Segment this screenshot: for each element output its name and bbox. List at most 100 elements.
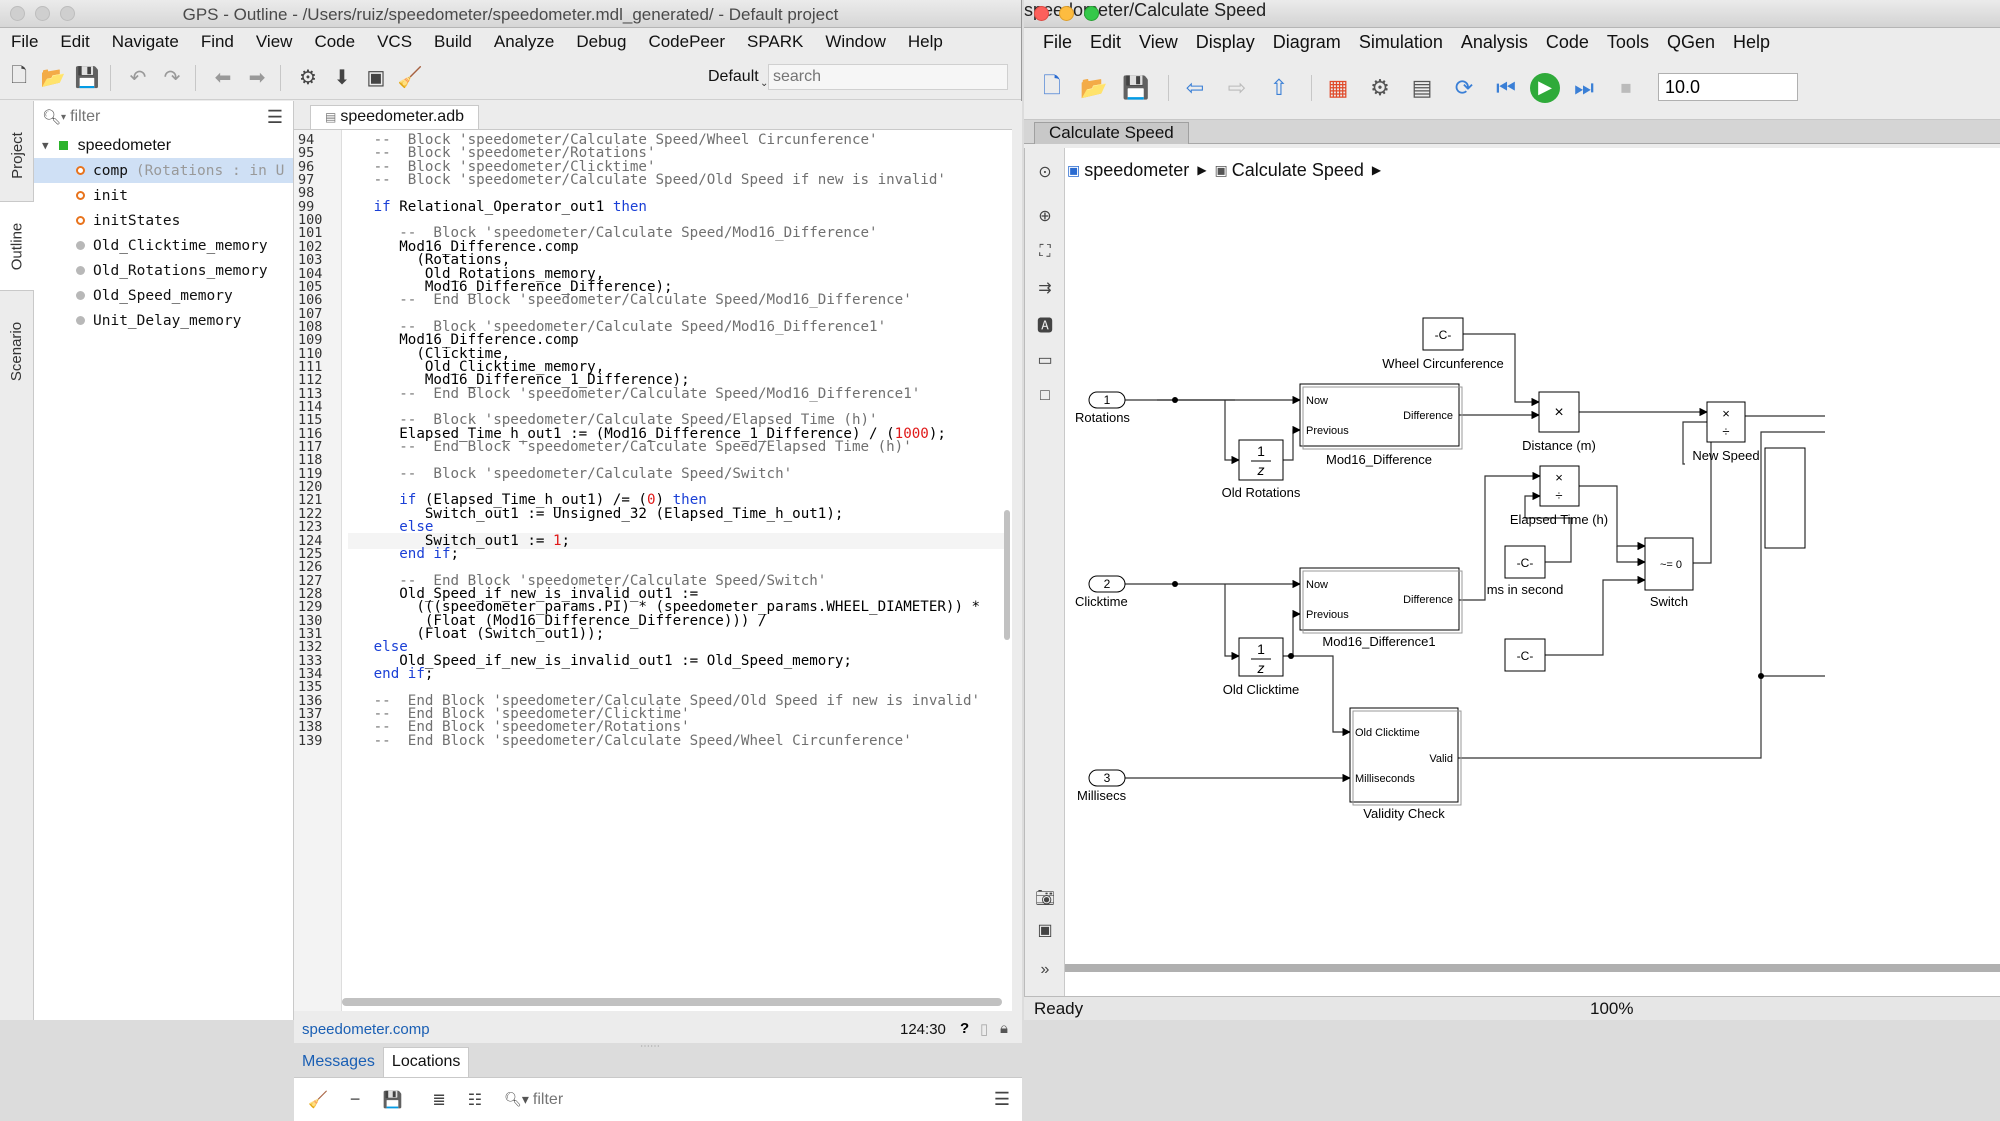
simulink-menu-file[interactable]: File <box>1043 31 1073 52</box>
minimize-window-button[interactable] <box>35 6 50 21</box>
clean-broom-icon[interactable]: 🧹 <box>397 67 423 89</box>
question-icon[interactable]: ? <box>960 1020 970 1037</box>
expand-panel-icon[interactable]: » <box>1040 961 1050 978</box>
close-window-button[interactable] <box>10 6 25 21</box>
outline-item[interactable]: Unit_Delay_memory <box>34 308 293 333</box>
collapse-list-icon[interactable]: ☷ <box>467 1091 483 1109</box>
tab-outline[interactable]: Outline <box>0 201 34 291</box>
simulink-menu-code[interactable]: Code <box>1545 31 1589 52</box>
editor-tab-speedometer-adb[interactable]: ▤speedometer.adb <box>310 105 479 129</box>
stop-time-input[interactable] <box>1658 73 1798 101</box>
gps-menu-spark[interactable]: SPARK <box>747 32 804 51</box>
expand-list-icon[interactable]: ≣ <box>432 1091 446 1109</box>
inport-clicktime[interactable]: 2 Clicktime <box>1075 575 1128 609</box>
scenario-selector[interactable]: Default <box>708 68 759 85</box>
simulink-menu-tools[interactable]: Tools <box>1606 31 1649 52</box>
tab-locations[interactable]: Locations <box>382 1047 470 1077</box>
new-file-icon[interactable]: 🗋 <box>10 64 28 87</box>
gps-menu-edit[interactable]: Edit <box>60 32 90 51</box>
build-gear-icon[interactable]: ⚙ <box>299 67 317 89</box>
run-simulation-icon[interactable]: ▶ <box>1530 72 1560 103</box>
update-diagram-icon[interactable]: ⟳ <box>1454 74 1474 100</box>
inport-rotations[interactable]: 1 Rotations <box>1075 391 1130 425</box>
breadcrumb-item-calculate-speed[interactable]: Calculate Speed <box>1231 159 1364 180</box>
outline-item[interactable]: init <box>34 183 293 208</box>
lock-icon[interactable]: 🔒︎ <box>1000 1020 1008 1037</box>
new-model-icon[interactable]: 🗋 <box>1043 72 1061 98</box>
open-folder-icon[interactable]: 📂 <box>1080 74 1108 100</box>
simulink-menu-analysis[interactable]: Analysis <box>1460 31 1528 52</box>
block-diagram[interactable]: 1 Rotations 2 Clicktime 3 Millisecs -C- … <box>1065 188 2000 998</box>
outline-filter-input[interactable] <box>70 108 241 126</box>
close-window-button[interactable] <box>1034 6 1049 21</box>
undo-icon[interactable]: ↶ <box>129 67 147 89</box>
image-icon[interactable]: ▭ <box>1037 352 1053 369</box>
gps-menu-view[interactable]: View <box>255 32 293 51</box>
minimize-window-button[interactable] <box>1059 6 1074 21</box>
zoom-window-button[interactable] <box>60 6 75 21</box>
gps-menu-find[interactable]: Find <box>200 32 234 51</box>
simulink-menu-help[interactable]: Help <box>1732 31 1771 52</box>
inport-millisecs[interactable]: 3 Millisecs <box>1077 769 1127 803</box>
hide-browser-icon[interactable]: ⊙ <box>1038 164 1052 181</box>
clear-broom-icon[interactable]: 🧹 <box>308 1091 328 1109</box>
outline-item[interactable]: Old_Speed_memory <box>34 283 293 308</box>
constant-wheel-circunference[interactable]: -C- Wheel Circunference <box>1382 317 1504 371</box>
up-arrow-icon[interactable]: ⇧ <box>1269 74 1289 100</box>
tab-calculate-speed[interactable]: Calculate Speed <box>1034 122 1189 144</box>
block-validity-check[interactable]: Old Clicktime Milliseconds Valid Validit… <box>1349 707 1462 821</box>
back-arrow-icon[interactable]: ⇦ <box>1185 74 1205 100</box>
simulink-menu-simulation[interactable]: Simulation <box>1358 31 1443 52</box>
block-switch[interactable]: ~= 0 Switch <box>1644 537 1694 609</box>
horizontal-scrollbar[interactable] <box>342 998 1002 1006</box>
run-icon[interactable]: ⬇ <box>333 67 351 89</box>
locations-filter-input[interactable] <box>532 1090 733 1109</box>
redo-icon[interactable]: ↷ <box>163 67 181 89</box>
stop-simulation-icon[interactable]: ⏹ <box>1620 74 1632 100</box>
gps-menu-help[interactable]: Help <box>907 32 943 51</box>
model-browser-icon[interactable]: ▣ <box>1037 922 1053 939</box>
offscreen-block[interactable] <box>1764 447 1806 549</box>
vertical-scrollbar[interactable] <box>1004 510 1010 640</box>
outline-item[interactable]: Old_Rotations_memory <box>34 258 293 283</box>
minus-icon[interactable]: − <box>349 1089 361 1109</box>
zoom-in-icon[interactable]: ⊕ <box>1038 208 1052 225</box>
triangle-down-icon[interactable]: ▼ <box>42 139 49 152</box>
library-browser-icon[interactable]: ▦ <box>1327 74 1349 100</box>
block-new-speed[interactable]: × ÷ New Speed <box>1692 401 1760 463</box>
back-arrow-icon[interactable]: ⬅ <box>214 67 232 89</box>
gps-menu-vcs[interactable]: VCS <box>377 32 413 51</box>
diagram-canvas[interactable]: ⊙ ⊕ ⛶ ⇉ 🅰︎ ▭ □ 📷︎ ▣ » ▣ speedometer ▶ ▣ … <box>1024 148 2000 998</box>
gps-menu-navigate[interactable]: Navigate <box>111 32 179 51</box>
forward-arrow-icon[interactable]: ➡ <box>248 67 266 89</box>
save-icon[interactable]: 💾 <box>1122 74 1150 100</box>
block-distance[interactable]: × Distance (m) <box>1522 391 1596 453</box>
location-link[interactable]: speedometer.comp <box>302 1021 430 1038</box>
gps-menu-debug[interactable]: Debug <box>576 32 627 51</box>
save-icon[interactable]: 💾 <box>74 67 100 89</box>
tab-scenario[interactable]: Scenario <box>8 321 26 381</box>
model-explorer-icon[interactable]: ▤ <box>1411 74 1433 100</box>
forward-arrow-icon[interactable]: ⇨ <box>1227 74 1247 100</box>
simulink-menu-display[interactable]: Display <box>1195 31 1255 52</box>
global-search-input[interactable] <box>768 64 1008 90</box>
outline-item[interactable]: initStates <box>34 208 293 233</box>
fit-view-icon[interactable]: ⛶ <box>1039 243 1051 260</box>
block-mod16-difference1[interactable]: Now Previous Difference Mod16_Difference… <box>1299 567 1463 649</box>
save-icon[interactable]: 💾 <box>382 1091 403 1109</box>
breadcrumb-item-speedometer[interactable]: speedometer <box>1084 159 1190 180</box>
step-back-icon[interactable]: ⏮ <box>1496 74 1516 100</box>
debug-icon[interactable]: ▣ <box>366 67 386 89</box>
block-old-clicktime[interactable]: 1 z Old Clicktime <box>1223 637 1300 697</box>
gps-menu-file[interactable]: File <box>11 32 39 51</box>
simulink-menu-view[interactable]: View <box>1139 31 1178 52</box>
constant-ms-in-second[interactable]: -C- ms in second <box>1487 545 1564 597</box>
hamburger-menu-icon[interactable]: ☰ <box>993 1089 1010 1109</box>
simulink-menu-diagram[interactable]: Diagram <box>1272 31 1341 52</box>
tab-messages[interactable]: Messages <box>302 1053 375 1070</box>
open-folder-icon[interactable]: 📂 <box>40 67 66 89</box>
gps-menu-window[interactable]: Window <box>825 32 886 51</box>
constant-block[interactable]: -C- <box>1504 638 1546 672</box>
block-mod16-difference[interactable]: Now Previous Difference Mod16_Difference <box>1299 383 1463 467</box>
zoom-window-button[interactable] <box>1084 6 1099 21</box>
